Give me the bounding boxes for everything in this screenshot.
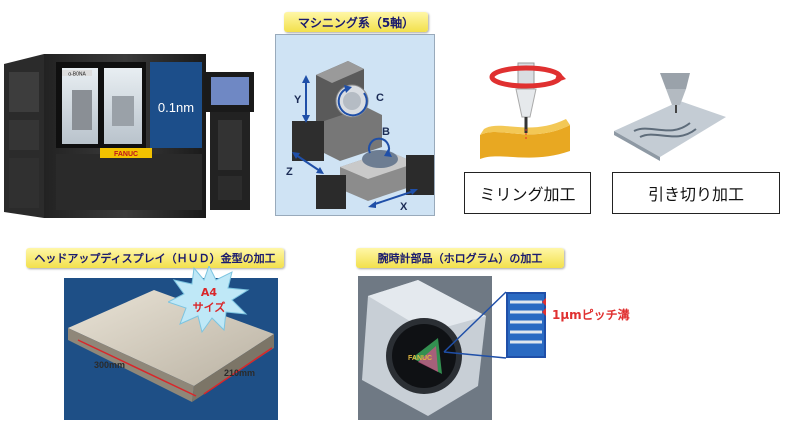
machine-nameplate: α-B0NA <box>68 72 86 78</box>
axis-y-label: Y <box>294 94 302 106</box>
axes-panel-title: マシニング系（5軸） <box>284 12 428 32</box>
hud-photo: 300mm 210mm <box>64 278 278 420</box>
machine-display-readout: 0.1nm <box>158 100 194 115</box>
machine-photo: 0.1nm FANUC α-B0NA <box>4 50 262 220</box>
axis-x-label: X <box>400 201 408 213</box>
axis-b-label: B <box>382 126 390 138</box>
zoom-lines <box>443 291 507 359</box>
cutting-illustration <box>610 65 730 165</box>
groove-inset <box>506 292 546 358</box>
cutting-label: 引き切り加工 <box>612 172 780 214</box>
watch-face-brand: FANUC <box>408 355 432 362</box>
hud-title: ヘッドアップディスプレイ（ＨＵＤ）金型の加工 <box>26 248 284 268</box>
axes-diagram: Y C B Z X <box>275 34 435 216</box>
axis-z-label: Z <box>286 166 293 178</box>
hud-dim-210: 210mm <box>224 368 255 378</box>
watch-title: 腕時計部品（ホログラム）の加工 <box>356 248 564 268</box>
a4-size-badge: A4 サイズ <box>166 264 250 334</box>
machine-brand: FANUC <box>114 151 138 158</box>
hud-dim-300: 300mm <box>94 360 125 370</box>
axis-c-label: C <box>376 92 384 104</box>
milling-label: ミリング加工 <box>464 172 591 214</box>
watch-photo: FANUC <box>358 276 492 420</box>
milling-illustration <box>470 55 580 165</box>
a4-badge-line2: サイズ <box>193 300 226 314</box>
a4-badge-line1: A4 <box>201 286 218 299</box>
pitch-label: 1μmピッチ溝 <box>552 308 630 322</box>
